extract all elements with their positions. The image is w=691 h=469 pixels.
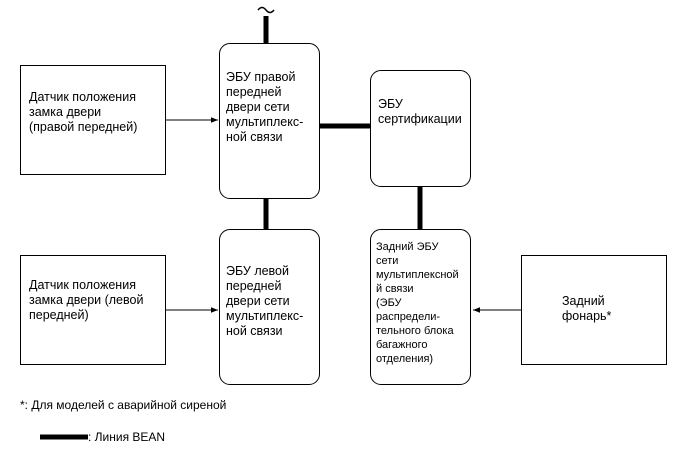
sensor-right-block: Датчик положения замка двери (правой пер…: [20, 65, 166, 175]
sensor-left-block: Датчик положения замка двери (левой пере…: [20, 255, 166, 365]
ecu-left-door-label: ЭБУ левой передней двери сети мультиплек…: [226, 264, 304, 338]
ecu-certification-label: ЭБУ сертификации: [378, 97, 462, 126]
line-break-mark: [257, 6, 275, 14]
sensor-left-label: Датчик положения замка двери (левой пере…: [29, 278, 144, 322]
ecu-left-door-block: ЭБУ левой передней двери сети мультиплек…: [219, 229, 320, 385]
ecu-right-door-block: ЭБУ правой передней двери сети мультипле…: [219, 43, 320, 199]
footnote: *: Для моделей с аварийной сиреной: [20, 398, 227, 412]
ecu-certification-block: ЭБУ сертификации: [370, 70, 471, 187]
rear-lamp-label: Задний фонарь*: [562, 294, 612, 323]
ecu-rear-label: Задний ЭБУ сети мультиплексной й связи (…: [376, 241, 459, 365]
rear-lamp-block: Задний фонарь*: [521, 255, 667, 365]
sensor-right-label: Датчик положения замка двери (правой пер…: [29, 90, 138, 134]
ecu-right-door-label: ЭБУ правой передней двери сети мультипле…: [226, 70, 304, 144]
legend-bean-line-label: : Линия BEAN: [88, 430, 166, 444]
ecu-rear-block: Задний ЭБУ сети мультиплексной й связи (…: [370, 229, 471, 385]
